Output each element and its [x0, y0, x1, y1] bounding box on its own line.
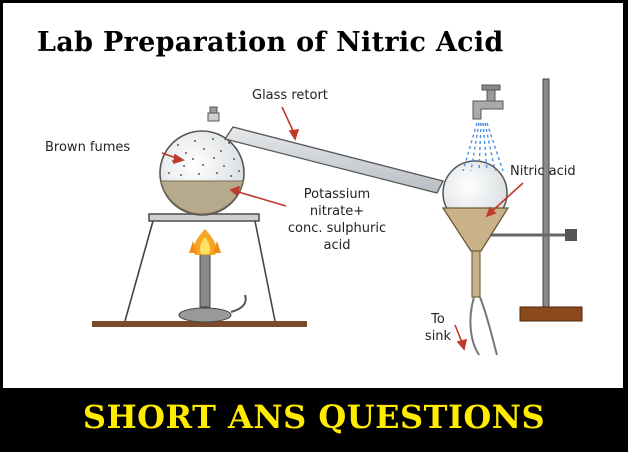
- label-arrows: [161, 106, 524, 351]
- label-potassium-line2: nitrate+: [309, 204, 365, 219]
- tripod-stand: [124, 213, 276, 322]
- label-brown-fumes: Brown fumes: [45, 140, 131, 155]
- label-potassium-line3: conc. sulphuric: [287, 221, 387, 236]
- diagram-panel: Lab Preparation of Nitric Acid Glass ret…: [3, 3, 623, 388]
- flame-icon: [189, 229, 221, 255]
- bench-top: [92, 321, 307, 327]
- label-to: To: [431, 312, 445, 327]
- retort-flask: [159, 106, 245, 216]
- diagram-title: Lab Preparation of Nitric Acid: [37, 27, 504, 58]
- bunsen-burner: [178, 250, 247, 323]
- apparatus-diagram: [92, 78, 583, 356]
- retort-stand: [490, 78, 583, 322]
- label-glass-retort: Glass retort: [252, 88, 328, 103]
- label-potassium-line4: acid: [323, 238, 351, 253]
- label-potassium-nitrate: Potassium nitrate+ conc. sulphuric acid: [281, 186, 393, 254]
- label-to-sink: To sink: [418, 311, 458, 345]
- label-sink: sink: [424, 329, 452, 344]
- retort-neck: [223, 126, 444, 194]
- banner-short-ans-questions: SHORT ANS QUESTIONS: [82, 398, 546, 436]
- funnel-holder: [441, 207, 510, 356]
- tap-icon: [472, 84, 504, 120]
- label-potassium-line1: Potassium: [303, 187, 371, 202]
- label-nitric-acid: Nitric acid: [510, 164, 576, 179]
- water-spray-icon: [462, 122, 504, 172]
